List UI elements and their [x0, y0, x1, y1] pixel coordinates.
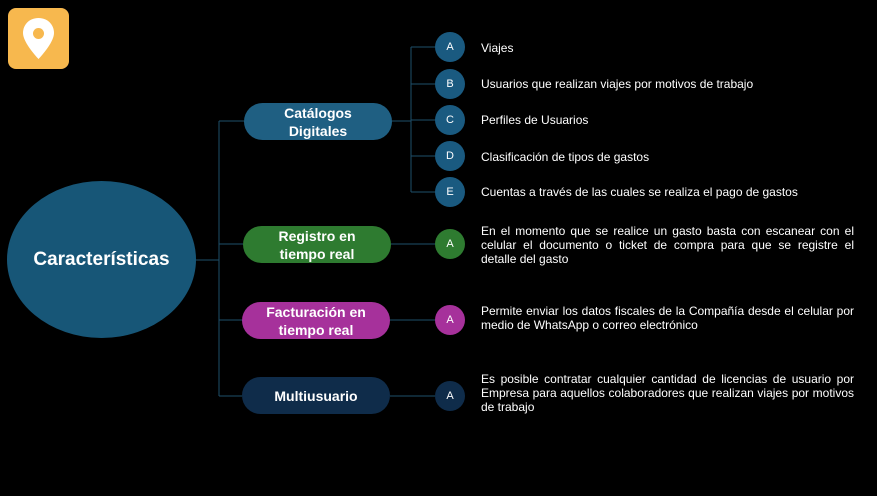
item-text: Es posible contratar cualquier cantidad … — [481, 372, 854, 414]
item-badge: A — [435, 229, 465, 259]
item-badge: D — [435, 141, 465, 171]
item-badge: A — [435, 381, 465, 411]
item-text: Clasificación de tipos de gastos — [481, 150, 650, 164]
item-badge: E — [435, 177, 465, 207]
main-topic: Características — [7, 181, 196, 338]
item-text: Permite enviar los datos fiscales de la … — [481, 304, 854, 332]
branch-label-line1: Registro en — [278, 227, 356, 244]
branch-label-line1: Catálogos — [284, 104, 352, 121]
item-badge: B — [435, 69, 465, 99]
logo — [8, 8, 69, 69]
branch-label-line1: Multiusuario — [274, 387, 358, 404]
item-text: Usuarios que realizan viajes por motivos… — [481, 77, 754, 91]
branch-label-line1: Facturación en — [266, 303, 366, 320]
branch-multiusuario: Multiusuario — [242, 377, 390, 414]
item-text: En el momento que se realice un gasto ba… — [481, 224, 854, 266]
item-text: Viajes — [481, 41, 514, 55]
item-text: Perfiles de Usuarios — [481, 113, 589, 127]
branch-label-line2: tiempo real — [279, 245, 355, 262]
item-badge: A — [435, 305, 465, 335]
item-badge: C — [435, 105, 465, 135]
item-badge: A — [435, 32, 465, 62]
branch-label-line2: tiempo real — [278, 321, 354, 338]
branch-label-line2: Digitales — [288, 122, 348, 139]
map-pin-icon — [23, 18, 54, 59]
item-text: Cuentas a través de las cuales se realiz… — [481, 185, 798, 199]
main-topic-label: Características — [33, 248, 170, 270]
